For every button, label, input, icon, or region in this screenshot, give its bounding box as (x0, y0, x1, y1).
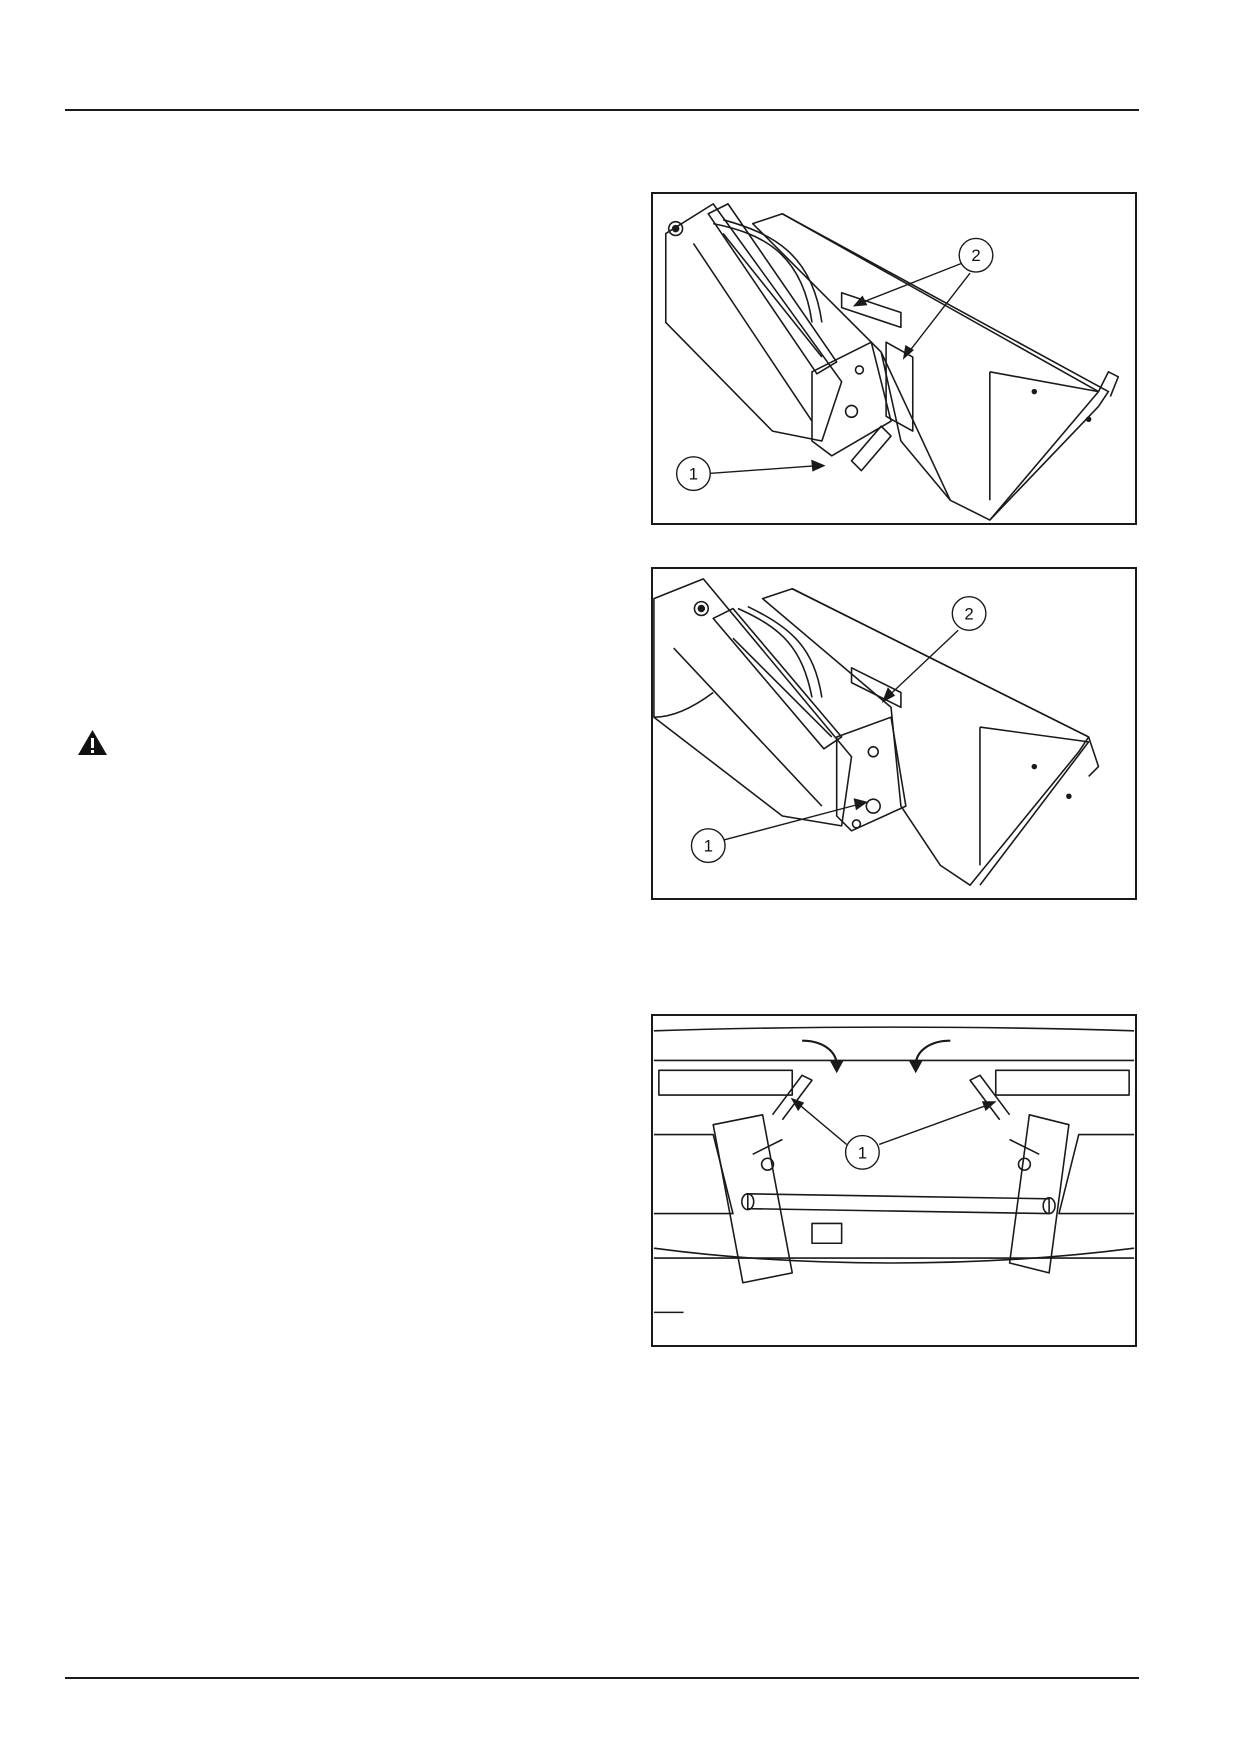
svg-text:2: 2 (964, 604, 973, 623)
header-rule (65, 109, 1139, 111)
figure-2-callout-1: 1 (690, 828, 726, 864)
figure-1-callout-1: 1 (675, 456, 711, 492)
footer-rule (65, 1677, 1139, 1679)
figure-1-callout-2: 2 (958, 237, 994, 273)
figure-3-illustration: 1 (653, 1026, 1135, 1314)
figure-2-bucket-attached: 1 2 (651, 567, 1137, 900)
figure-2-illustration: 1 2 (653, 578, 1100, 886)
curved-arrow-icon (908, 1039, 951, 1074)
figure-3-locking-levers: 1 (651, 1014, 1137, 1347)
figure-1-bucket-attachment: 1 2 (651, 192, 1137, 525)
figure-2-callout-2: 2 (951, 595, 987, 631)
svg-text:1: 1 (858, 1143, 867, 1162)
warning-triangle-icon (77, 729, 108, 756)
svg-text:2: 2 (971, 246, 980, 265)
svg-text:1: 1 (689, 465, 698, 484)
figure-1-illustration: 1 2 (664, 203, 1120, 521)
svg-text:1: 1 (704, 837, 713, 856)
curved-arrow-icon (802, 1039, 844, 1074)
figure-3-callout-1: 1 (844, 1134, 880, 1170)
